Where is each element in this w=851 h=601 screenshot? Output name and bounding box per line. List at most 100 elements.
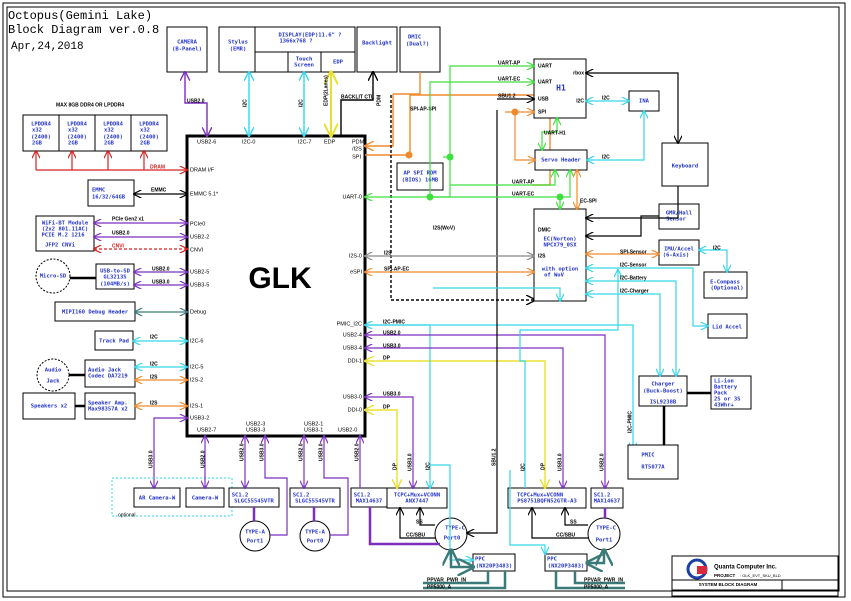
camera-block[interactable]: CAMERA (B-Panel) <box>166 26 208 73</box>
i2c-sensor-link <box>586 268 708 326</box>
port-pdm: PDM <box>352 139 365 145</box>
i2c-battery-link <box>586 281 676 376</box>
wifi-spec: (2x2 801.11AC) <box>42 227 88 233</box>
typec0-port: Port0 <box>444 536 461 542</box>
audiojack-sublabel: Jack <box>46 379 60 385</box>
microsd-label: Micro-SD <box>40 274 67 280</box>
audio-jack-connector[interactable]: Audio Jack <box>36 358 70 392</box>
sc-max-typec1-block[interactable]: SC1.2 MAX14637 <box>590 487 624 509</box>
keyboard-label: Keyboard <box>672 164 699 170</box>
speakers-block[interactable]: Speakers x2 <box>22 392 76 420</box>
camera-w-block[interactable]: Camera-W <box>185 487 225 508</box>
ec-part: NPCX79_0SX <box>543 243 577 249</box>
soc-glk: GLK <box>185 134 367 438</box>
sc-typea1-block[interactable]: SC1.2 SLGC55545VTR <box>228 487 280 508</box>
usb-to-sd-block[interactable]: USB-to-SD GL3213S (104MB/s) <box>95 263 135 290</box>
port-i2s: /I2S <box>352 146 362 152</box>
camw-label: Camera-W <box>192 496 219 502</box>
sc-max-typec0-block[interactable]: SC1.2 MAX14637 <box>350 487 390 508</box>
port-i2s-0: I2S-0 <box>349 253 362 259</box>
dmic-block[interactable]: DMIC (Dual?) <box>399 26 441 73</box>
ec-block[interactable]: DMIC I2S EC(Norton) NPCX79_0SX with opti… <box>533 208 587 302</box>
ddi1-dp-label: DP <box>383 355 391 361</box>
project-name: : GLK_EVT_SKU_BLD <box>740 573 781 578</box>
imu-block[interactable]: IMU/Accel (6-Axis) <box>658 239 700 266</box>
typea-port1[interactable]: TYPE-A Port1 <box>239 520 271 552</box>
speakers-label: Speakers x2 <box>31 404 67 410</box>
port-usb3-0: USB3-0 <box>343 394 362 400</box>
port-usb2-7: USB2-7 <box>197 427 216 433</box>
port-i2c-0: I2C-0 <box>242 139 255 145</box>
servo-spi-link <box>514 112 535 160</box>
audio-codec-block[interactable]: Audio Jack Codec DA7219 <box>84 359 136 388</box>
spi-rom-block[interactable]: AP SPI ROM (BIOS) 16MB <box>396 162 444 191</box>
sc0-part: SLGC55545VTR <box>295 499 335 505</box>
scmax1-usb-label: USB2.0 <box>599 453 605 471</box>
servo-header-block[interactable]: Servo Header <box>534 149 588 171</box>
optional-cameras-group <box>111 477 233 517</box>
chip-size: 2GB <box>140 141 151 147</box>
tcpc1-ss-label: SS <box>570 519 577 525</box>
dmic-label: DMIC <box>408 35 421 41</box>
battery-label: Li-ion <box>714 379 734 385</box>
keyboard-ec-link <box>586 186 679 218</box>
typea0-port: Port0 <box>307 539 324 545</box>
port-cnvi: CNVI <box>190 247 204 253</box>
ddi0-dp-label: DP <box>383 404 391 410</box>
typea-port0[interactable]: TYPE-A Port0 <box>299 520 331 552</box>
usb2-3-label: USB2.0 <box>239 443 245 461</box>
wifi-label: WiFi-BT Module <box>42 221 89 227</box>
h1-name: H1 <box>556 84 566 93</box>
pmic-block[interactable]: PMIC RT5077A <box>627 444 679 480</box>
debug-label: MIPI160 Debug Header <box>62 310 129 316</box>
port-espi: eSPI <box>350 269 362 275</box>
typec0-label: TYPE-C <box>445 526 465 532</box>
ppc0-block[interactable]: PPC (NX20P3483) <box>472 553 516 572</box>
stylus-block[interactable]: Stylus (EMR) <box>218 26 258 73</box>
amp-part: Max98357A x2 <box>88 407 128 413</box>
port-usb2-2: USB2-2 <box>190 234 209 240</box>
port-i2c-6: I2C-6 <box>190 338 203 344</box>
typec-port1[interactable]: TYPE-C Port1 <box>587 517 621 551</box>
h1-port-rbox: rbox <box>573 70 584 76</box>
port-usb3-3: USB3-3 <box>246 427 265 433</box>
debug-header-block[interactable]: MIPI160 Debug Header <box>54 301 136 322</box>
charger-type: (Buck-Boost) <box>643 389 683 395</box>
sc-typea0-block[interactable]: SC1.2 SLGC55545VTR <box>289 487 341 508</box>
ppc1-block[interactable]: PPC (NX20P3483) <box>544 553 588 572</box>
codec-i2s-label: I2S <box>150 374 158 380</box>
ecompass-block[interactable]: E-Compass (Optional) <box>703 271 748 299</box>
gmr-hall-block[interactable]: GMR/Hall Sensor <box>658 203 700 230</box>
ppc1-label: PPC <box>547 557 557 563</box>
servo-label: Servo Header <box>541 158 581 164</box>
h1-port-spi: SPI <box>538 109 547 115</box>
ina-block[interactable]: INA <box>628 90 660 112</box>
i2c-battery-label: I2C-Battery <box>620 275 647 281</box>
quanta-logo-icon <box>686 558 708 580</box>
keyboard-block[interactable]: Keyboard <box>661 142 709 187</box>
port-pcie0: PCIe0 <box>190 221 205 227</box>
charger-block[interactable]: Charger (Buck-Boost) ISL9238B <box>638 375 688 407</box>
tcpc1-block[interactable]: TCPC+Mux+VCONN PS8751BQFN52GTR-A3 <box>507 487 587 509</box>
lpddr4-chip-3[interactable]: LPDDR4 x32 (2400) 2GB <box>94 114 132 152</box>
lpddr4-chip-1[interactable]: LPDDR4 x32 (2400) 2GB <box>22 114 60 152</box>
wifi-bt-block[interactable]: WiFi-BT Module (2x2 801.11AC) PCIE M.2 1… <box>35 215 95 252</box>
trackpad-block[interactable]: Track Pad <box>94 330 134 351</box>
stylus-label: Stylus <box>228 40 248 46</box>
lpddr4-chip-4[interactable]: LPDDR4 x32 (2400) 2GB <box>130 114 168 152</box>
port-i2c-7: I2C-7 <box>298 139 311 145</box>
emmc-block[interactable]: EMMC 16/32/64GB <box>87 179 135 207</box>
speaker-amp-block[interactable]: Speaker Amp. Max98357A x2 <box>84 392 136 420</box>
lid-accel-block[interactable]: Lid Accel <box>707 313 748 339</box>
backlight-block[interactable]: Backlight <box>356 26 398 73</box>
lpddr4-chip-2[interactable]: LPDDR4 x32 (2400) 2GB <box>58 114 96 152</box>
battery-block[interactable]: Li-ion Battery Pack 2S or 3S 43Whr+ <box>710 375 752 410</box>
tcpc0-block[interactable]: TCPC+Mux+VCONN ANX7447 <box>386 487 448 509</box>
battery-cells: 2S or 3S <box>714 397 741 403</box>
h1-block[interactable]: H1 UART UART USB SPI rbox I2C <box>533 58 587 119</box>
port-usb2-4: USB2-4 <box>343 332 362 338</box>
ar-camera-block[interactable]: AR Camera-W <box>133 487 181 508</box>
microsd-slot[interactable]: Micro-SD <box>35 258 71 294</box>
display-block[interactable]: DISPLAY(EDP)11.6" ? 1366x768 ? Touch Scr… <box>254 26 356 73</box>
ddi0-dp-link <box>365 410 397 488</box>
